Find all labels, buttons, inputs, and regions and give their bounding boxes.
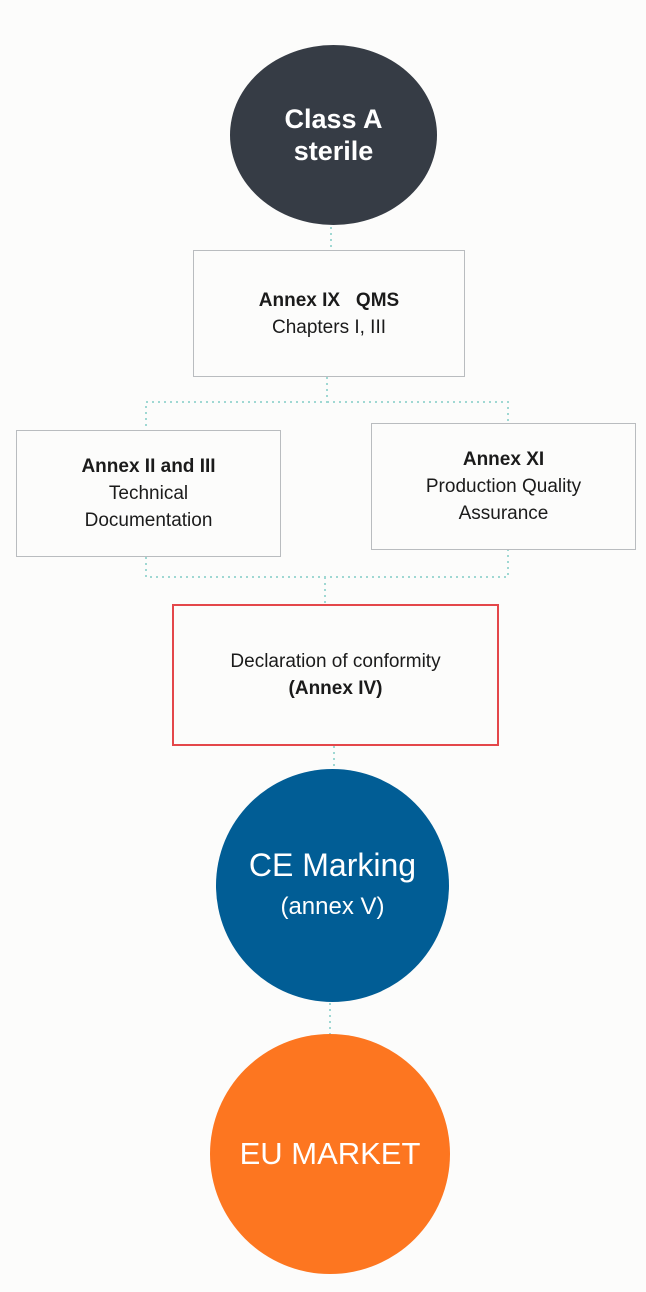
ce-marking-line2: (annex V): [280, 892, 385, 920]
declaration-of-conformity-box: Declaration of conformity (Annex IV): [172, 604, 499, 746]
eu-market-node: EU MARKET: [210, 1034, 450, 1274]
production-line1: Production Quality: [425, 476, 582, 497]
production-quality-box: Annex XI Production Quality Assurance: [371, 423, 636, 550]
qms-subtitle: Chapters I, III: [271, 316, 387, 338]
declaration-line1: Declaration of conformity: [230, 651, 441, 672]
eu-market-label: EU MARKET: [239, 1136, 421, 1171]
connector-qms-split: [145, 377, 328, 430]
qms-title: Annex IX QMS: [258, 289, 400, 311]
technical-line1: Technical: [108, 483, 189, 504]
technical-line2: Documentation: [84, 510, 213, 531]
ce-marking-line1: CE Marking: [248, 846, 417, 883]
class-a-sterile-node: Class A sterile: [230, 45, 437, 225]
class-a-line1: Class A: [284, 104, 383, 134]
connector-qms-split-right: [327, 401, 509, 423]
production-title: Annex XI: [462, 449, 545, 470]
ce-marking-node: CE Marking (annex V): [216, 769, 449, 1002]
production-line2: Assurance: [458, 503, 549, 524]
class-a-line2: sterile: [293, 136, 374, 166]
declaration-line2: (Annex IV): [288, 678, 383, 699]
technical-documentation-box: Annex II and III Technical Documentation: [16, 430, 281, 557]
annex-ix-qms-box: Annex IX QMS Chapters I, III: [193, 250, 465, 377]
technical-title: Annex II and III: [81, 456, 216, 477]
